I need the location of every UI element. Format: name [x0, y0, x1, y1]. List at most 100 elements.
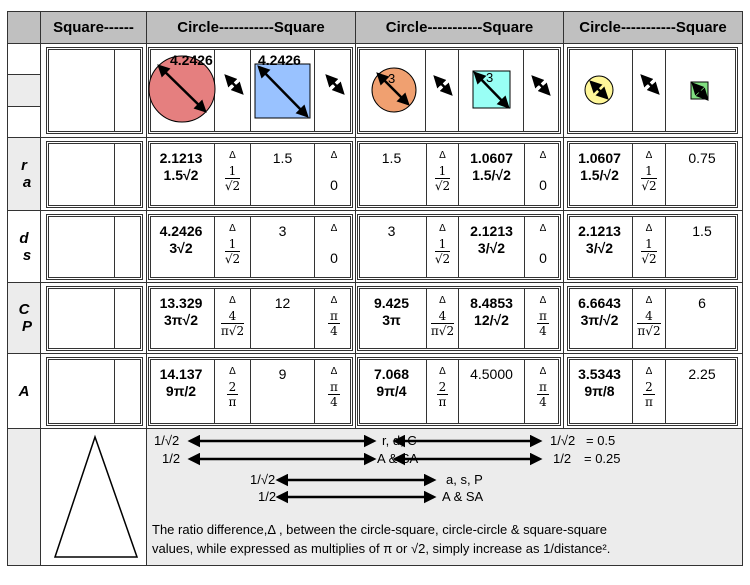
delta-fraction: 1√2 [641, 164, 657, 193]
footer-l1-eq: = 0.5 [586, 433, 616, 448]
row-label-text: s [22, 246, 32, 264]
footer-arrows [187, 434, 543, 504]
small-circle [584, 75, 614, 105]
value-cell: 4.5000 [459, 360, 525, 423]
fraction-numerator: 1 [641, 237, 657, 252]
decimal-value: 2.25 [688, 366, 716, 382]
decimal-value: 13.329 [159, 295, 203, 311]
decimal-value: 9 [278, 366, 287, 382]
decimal-value: 2.1213 [159, 150, 203, 166]
footer-l1-left: 1/√2 [154, 433, 180, 448]
fraction-numerator: 4 [430, 309, 455, 324]
delta-value: 0 [330, 250, 338, 266]
footer-l2-mid: A & SA [377, 451, 419, 466]
triangle-figure [53, 434, 139, 558]
row-label-text: P [21, 318, 32, 335]
fraction-denominator: √2 [434, 252, 451, 266]
header-corner [7, 11, 41, 44]
decimal-value: 1.5 [272, 150, 293, 166]
table-subcell [251, 50, 315, 131]
decimal-value: 1.0607 [578, 150, 621, 166]
delta-symbol: Δ [645, 295, 653, 306]
exact-value: 3π/√2 [580, 312, 619, 328]
fraction-denominator: π√2 [637, 324, 661, 338]
figure-box-group-2 [357, 47, 561, 134]
table-subcell [633, 50, 666, 131]
fraction-numerator: 1 [641, 164, 657, 179]
fraction-numerator: 1 [434, 237, 451, 252]
medium-circle-label: 3 [388, 71, 395, 86]
decimal-value: 3 [387, 223, 396, 239]
footer-l2-left: 1/2 [162, 451, 181, 466]
decimal-value: 14.137 [159, 366, 203, 382]
footer-note-line-1: The ratio difference,Δ , between the cir… [152, 522, 607, 537]
decimal-value: 3 [278, 223, 287, 239]
decimal-value: 0.75 [688, 150, 716, 166]
fraction-numerator: 2 [436, 380, 449, 395]
delta-value: 0 [539, 177, 547, 193]
row-label-text: C [18, 301, 30, 318]
decimal-value: 9.425 [373, 295, 410, 311]
delta-symbol: Δ [439, 366, 446, 377]
delta-symbol: Δ [539, 366, 547, 377]
exact-value: 1.5/√2 [472, 167, 511, 183]
diagonal-arrow-icon [531, 75, 551, 96]
decimal-value: 4.5000 [470, 366, 513, 382]
fraction-denominator: π [645, 395, 653, 409]
large-circle-diameter-label: 4.2426 [170, 52, 213, 68]
delta-fraction: 1√2 [641, 237, 657, 266]
exact-value: 1.5/√2 [580, 167, 619, 183]
small-square [690, 81, 709, 101]
fraction-numerator: π [328, 380, 340, 395]
table-subcell [46, 144, 115, 205]
footer-notes-cell [146, 428, 743, 566]
diagonal-arrow-icon [640, 74, 660, 95]
fraction-denominator: √2 [434, 179, 451, 193]
delta-symbol: Δ [539, 223, 547, 234]
fraction-numerator: π [328, 309, 340, 324]
footer-label-cell [7, 428, 41, 566]
fraction-numerator: 4 [220, 309, 245, 324]
value-cell: 1.5 [357, 144, 427, 205]
footer-l3-left: 1/√2 [250, 472, 276, 487]
value-cell: 6 [666, 289, 738, 348]
table-subcell [46, 50, 115, 131]
fraction-numerator: 1 [224, 237, 241, 252]
exact-value: 3/√2 [585, 240, 614, 256]
exact-value: 12/√2 [474, 312, 509, 328]
delta-symbol: Δ [229, 366, 236, 377]
footer-l2-right: 1/2 [553, 451, 572, 466]
decimal-value: 6 [698, 295, 706, 311]
exact-value: 9π/8 [584, 383, 615, 399]
exact-value: 9π/4 [376, 383, 407, 399]
footer-l4-right: A & SA [442, 489, 484, 504]
square-empty-box [46, 357, 143, 426]
decimal-value: 1.5 [692, 223, 712, 239]
diagonal-arrow-icon [433, 75, 453, 96]
footer-note-line-2: values, while expressed as multiplies of… [152, 541, 611, 556]
decimal-value: 6.6643 [578, 295, 621, 311]
